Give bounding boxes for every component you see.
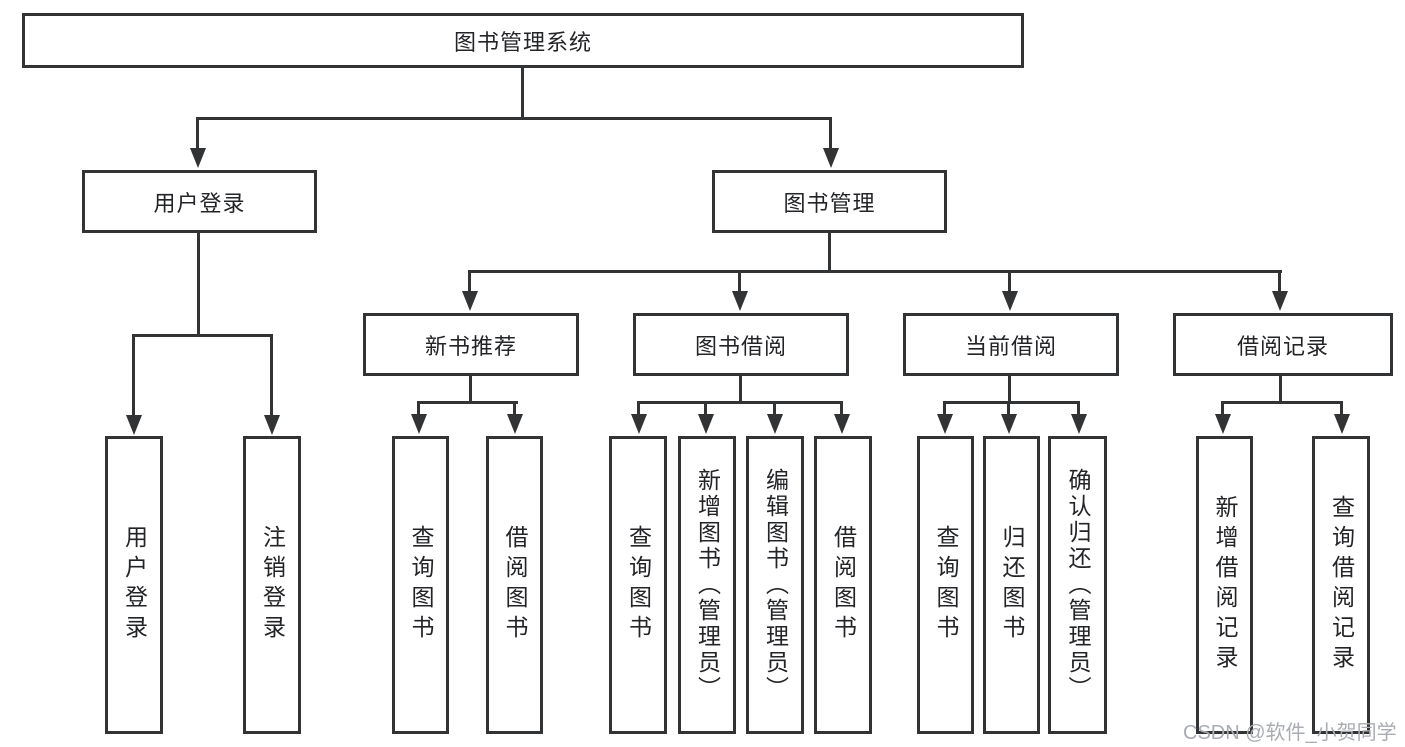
connector-borrow-records-bar (1221, 401, 1343, 404)
arrow-down-borrow-records-icon (1278, 270, 1281, 291)
connector-level2-bar (197, 117, 832, 120)
connector-user-login-bar (132, 334, 273, 337)
arrow-down-leaf-user-login-icon (132, 334, 135, 415)
node-borrow-records: 借阅记录 (1173, 313, 1393, 376)
arrow-down-cb-return-icon (1007, 401, 1010, 414)
csdn-watermark: CSDN @软件_小贺同学 (1183, 722, 1397, 744)
node-book-management: 图书管理 (712, 170, 947, 233)
connector-book-borrow-drop (739, 376, 742, 404)
leaf-query-borrow-record-label: 查询借阅记录 (1328, 495, 1355, 675)
arrow-down-new-book-recommend-icon (468, 270, 471, 291)
connector-borrow-records-drop (1279, 376, 1282, 404)
leaf-borrow-books-recommend: 借阅图书 (486, 436, 543, 734)
node-book-borrow: 图书借阅 (633, 313, 849, 376)
leaf-borrow-books-2-label: 借阅图书 (830, 525, 857, 645)
arrow-down-cb-query-icon (943, 401, 946, 414)
arrow-down-book-borrow-icon (738, 270, 741, 291)
node-book-management-label: 图书管理 (783, 190, 876, 216)
arrow-down-user-login-icon (196, 117, 199, 148)
arrow-down-nb-query-icon (417, 401, 420, 414)
node-library-management-system: 图书管理系统 (22, 13, 1024, 68)
node-library-management-system-label: 图书管理系统 (453, 29, 592, 55)
node-current-borrow-label: 当前借阅 (964, 333, 1057, 359)
leaf-borrow-books-recommend-label: 借阅图书 (502, 525, 528, 645)
leaf-query-books-borrow-label: 查询图书 (625, 525, 652, 645)
node-new-book-recommend: 新书推荐 (363, 313, 579, 376)
leaf-edit-book-admin-label: 编辑图书（管理员） (762, 468, 789, 702)
connector-new-book-recommend-bar (417, 401, 518, 404)
leaf-user-login-label: 用户登录 (121, 525, 148, 645)
leaf-return-book-label: 归还图书 (999, 525, 1025, 645)
connector-book-borrow-bar (637, 401, 843, 404)
arrow-down-nb-borrow-icon (513, 401, 516, 414)
node-borrow-records-label: 借阅记录 (1236, 333, 1329, 359)
arrow-down-bb-borrow-icon (840, 401, 843, 414)
connector-book-management-drop (828, 233, 831, 273)
leaf-query-books-current-label: 查询图书 (933, 525, 959, 645)
leaf-add-book-admin: 新增图书（管理员） (678, 436, 736, 734)
arrow-down-cb-confirm-icon (1077, 401, 1080, 414)
leaf-confirm-return-admin: 确认归还（管理员） (1048, 436, 1107, 734)
node-user-login: 用户登录 (82, 170, 317, 233)
leaf-confirm-return-admin-label: 确认归还（管理员） (1065, 468, 1091, 702)
leaf-edit-book-admin: 编辑图书（管理员） (746, 436, 804, 734)
leaf-query-borrow-record: 查询借阅记录 (1312, 436, 1370, 734)
leaf-borrow-books-2: 借阅图书 (814, 436, 872, 734)
leaf-add-book-admin-label: 新增图书（管理员） (694, 468, 721, 702)
arrow-down-bb-add-icon (704, 401, 707, 414)
arrow-down-bb-edit-icon (773, 401, 776, 414)
arrow-down-br-query-icon (1340, 401, 1343, 414)
leaf-logout: 注销登录 (243, 436, 301, 734)
connector-current-borrow-bar (943, 401, 1080, 404)
node-user-login-label: 用户登录 (153, 190, 246, 216)
leaf-user-login: 用户登录 (105, 436, 163, 734)
leaf-add-borrow-record: 新增借阅记录 (1196, 436, 1253, 734)
node-current-borrow: 当前借阅 (903, 313, 1119, 376)
leaf-query-books-recommend-label: 查询图书 (408, 525, 434, 645)
node-new-book-recommend-label: 新书推荐 (424, 333, 517, 359)
arrow-down-bb-query-icon (637, 401, 640, 414)
connector-level3-bar (468, 270, 1282, 273)
connector-user-login-drop (197, 233, 200, 337)
arrow-down-book-management-icon (829, 117, 832, 148)
arrow-down-leaf-logout-icon (270, 334, 273, 415)
leaf-query-books-recommend: 查询图书 (392, 436, 449, 734)
leaf-return-book: 归还图书 (983, 436, 1040, 734)
connector-root-drop (521, 66, 524, 119)
arrow-down-br-add-icon (1221, 401, 1224, 414)
leaf-logout-label: 注销登录 (259, 525, 286, 645)
leaf-add-borrow-record-label: 新增借阅记录 (1212, 495, 1238, 675)
leaf-query-books-current: 查询图书 (917, 436, 974, 734)
connector-new-book-recommend-drop (469, 376, 472, 404)
node-book-borrow-label: 图书借阅 (694, 333, 787, 359)
arrow-down-current-borrow-icon (1008, 270, 1011, 291)
leaf-query-books-borrow: 查询图书 (609, 436, 667, 734)
connector-current-borrow-drop (1008, 376, 1011, 404)
